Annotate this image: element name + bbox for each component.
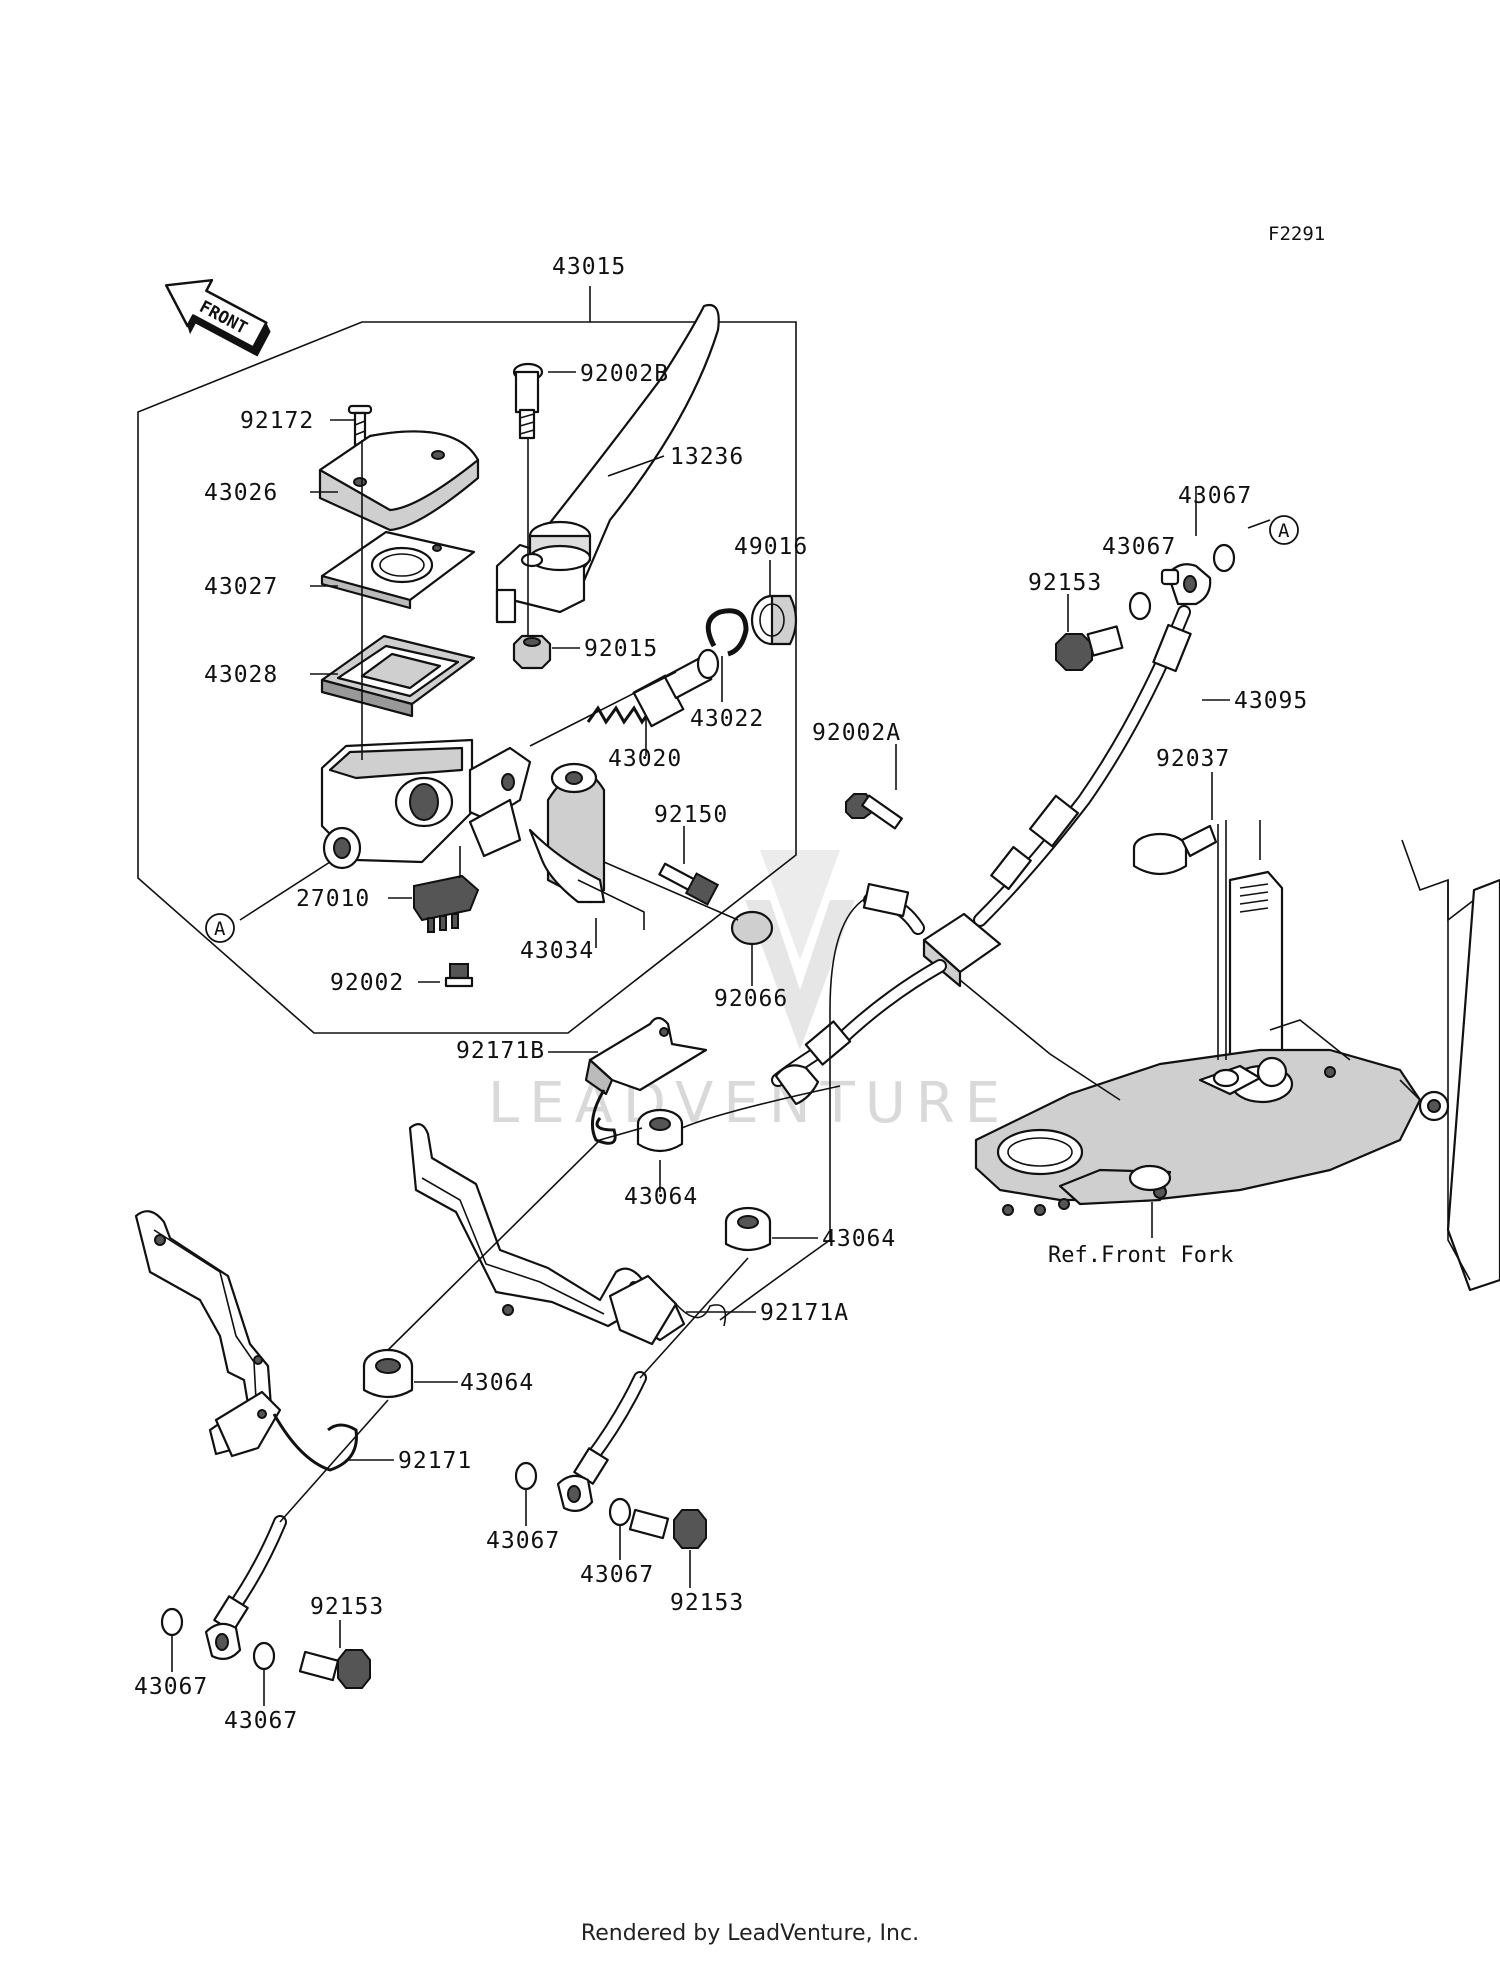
part-label: 92150 (654, 802, 728, 828)
brake-switch-27010 (413, 874, 480, 933)
nut-92015 (512, 634, 552, 670)
footer-credit: Rendered by LeadVenture, Inc. (580, 1921, 920, 1946)
part-label: 92037 (1156, 746, 1230, 772)
part-label: 43028 (204, 662, 278, 688)
boot-49016 (750, 594, 798, 646)
part-label: 92015 (584, 636, 658, 662)
part-label: 92172 (240, 408, 314, 434)
part-label: 43064 (624, 1184, 698, 1210)
part-label: 92002 (330, 970, 404, 996)
washer-43067-upper-a (1128, 591, 1152, 621)
connector-label-a-lower: A (214, 918, 226, 940)
connector-label-a-upper: A (1278, 520, 1290, 542)
clamp-92171B (584, 1016, 708, 1145)
part-label: 43095 (1234, 688, 1308, 714)
part-label: 92171A (760, 1300, 849, 1326)
part-label: 92153 (1028, 570, 1102, 596)
part-label: 92002A (812, 720, 901, 746)
assembly-boundary (137, 321, 797, 1034)
brake-pipes (719, 883, 947, 1321)
bolt-92002A (845, 793, 903, 830)
brake-lever-13236 (495, 303, 720, 624)
lower-leaders (171, 488, 1271, 1706)
reference-label: Ref.Front Fork (1048, 1243, 1233, 1268)
connector-mark-a-lower: A (205, 913, 235, 943)
reservoir-cap-43026 (318, 430, 480, 532)
brake-hose-43095 (973, 605, 1192, 927)
front-fork-reference (959, 820, 1500, 1292)
banjo-fitting-upper (1160, 563, 1212, 606)
part-label: 43064 (822, 1226, 896, 1252)
part-label: 43067 (134, 1674, 208, 1700)
washer-43067-lower-left-a (160, 1607, 184, 1637)
part-label: 92153 (310, 1594, 384, 1620)
clamp-43034 (528, 762, 606, 904)
banjo-bolt-92153-upper (1055, 625, 1124, 671)
bracket-92171A (408, 1123, 727, 1346)
screw-92150 (658, 862, 720, 906)
washer-43067-lower-right-a (514, 1461, 538, 1491)
circlip-43022 (705, 608, 749, 657)
part-label: 49016 (734, 534, 808, 560)
part-label: 43015 (552, 254, 626, 280)
part-label: 43034 (520, 938, 594, 964)
watermark-text: LEADVENTURE (488, 1071, 1010, 1136)
grommet-43064-left (362, 1348, 414, 1399)
banjo-bolt-92153-lower-left (298, 1649, 371, 1689)
part-label: 27010 (296, 886, 370, 912)
part-label: 43022 (690, 706, 764, 732)
part-label: 43027 (204, 574, 278, 600)
master-cylinder-body (320, 738, 532, 870)
washer-43067-upper-b (1212, 543, 1236, 573)
banjo-fitting-lower-right (556, 1447, 609, 1513)
part-label: 13236 (670, 444, 744, 470)
part-label: 92171B (456, 1038, 545, 1064)
part-label: 43026 (204, 480, 278, 506)
piston-43020 (586, 648, 720, 728)
part-label: 92153 (670, 1590, 744, 1616)
banjo-fitting-lower-left (204, 1595, 249, 1661)
pivot-bolt-92002B (512, 362, 544, 440)
banjo-92037 (1132, 824, 1218, 876)
grommet-43064-right (724, 1206, 772, 1252)
washer-43067-lower-right-b (608, 1497, 632, 1527)
part-label: 43067 (486, 1528, 560, 1554)
part-label: 92002B (580, 361, 669, 387)
assembly-leaders (239, 371, 771, 986)
part-label: 43064 (460, 1370, 534, 1396)
bracket-92171 (134, 1210, 358, 1472)
part-label: 43067 (1178, 483, 1252, 509)
part-label: 43067 (1102, 534, 1176, 560)
part-label: 43067 (580, 1562, 654, 1588)
part-label: 92171 (398, 1448, 472, 1474)
part-label: 92066 (714, 986, 788, 1012)
front-arrow-icon: FRONT (164, 278, 271, 357)
grommet-43064-upper (636, 1108, 684, 1153)
cap-92066 (730, 910, 774, 946)
part-label: 43020 (608, 746, 682, 772)
watermark: LEADVENTURE (488, 850, 1010, 1136)
banjo-bolt-92153-lower-right (628, 1508, 707, 1549)
washer-43067-lower-left-b (252, 1641, 276, 1671)
part-label: 43067 (224, 1708, 298, 1734)
connector-mark-a-upper: A (1269, 515, 1299, 545)
part-labels: 43015 92002B 92172 13236 43026 43067 430… (134, 254, 1308, 1734)
screw-92002 (444, 963, 474, 988)
diaphragm-plate-43027 (320, 530, 476, 610)
figure-code: F2291 (1268, 223, 1325, 245)
diaphragm-43028 (320, 634, 476, 718)
